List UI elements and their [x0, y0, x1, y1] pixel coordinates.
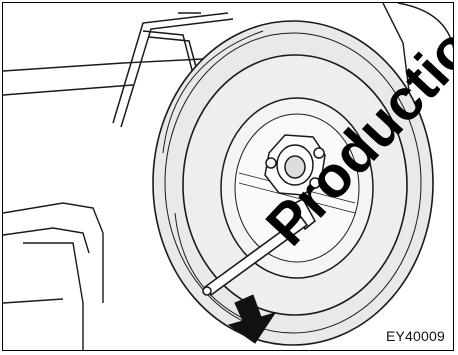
illustration-code: EY40009 — [386, 328, 445, 344]
spare-tire-illustration — [3, 3, 454, 351]
illustration-frame: Production EY40009 — [2, 2, 454, 351]
